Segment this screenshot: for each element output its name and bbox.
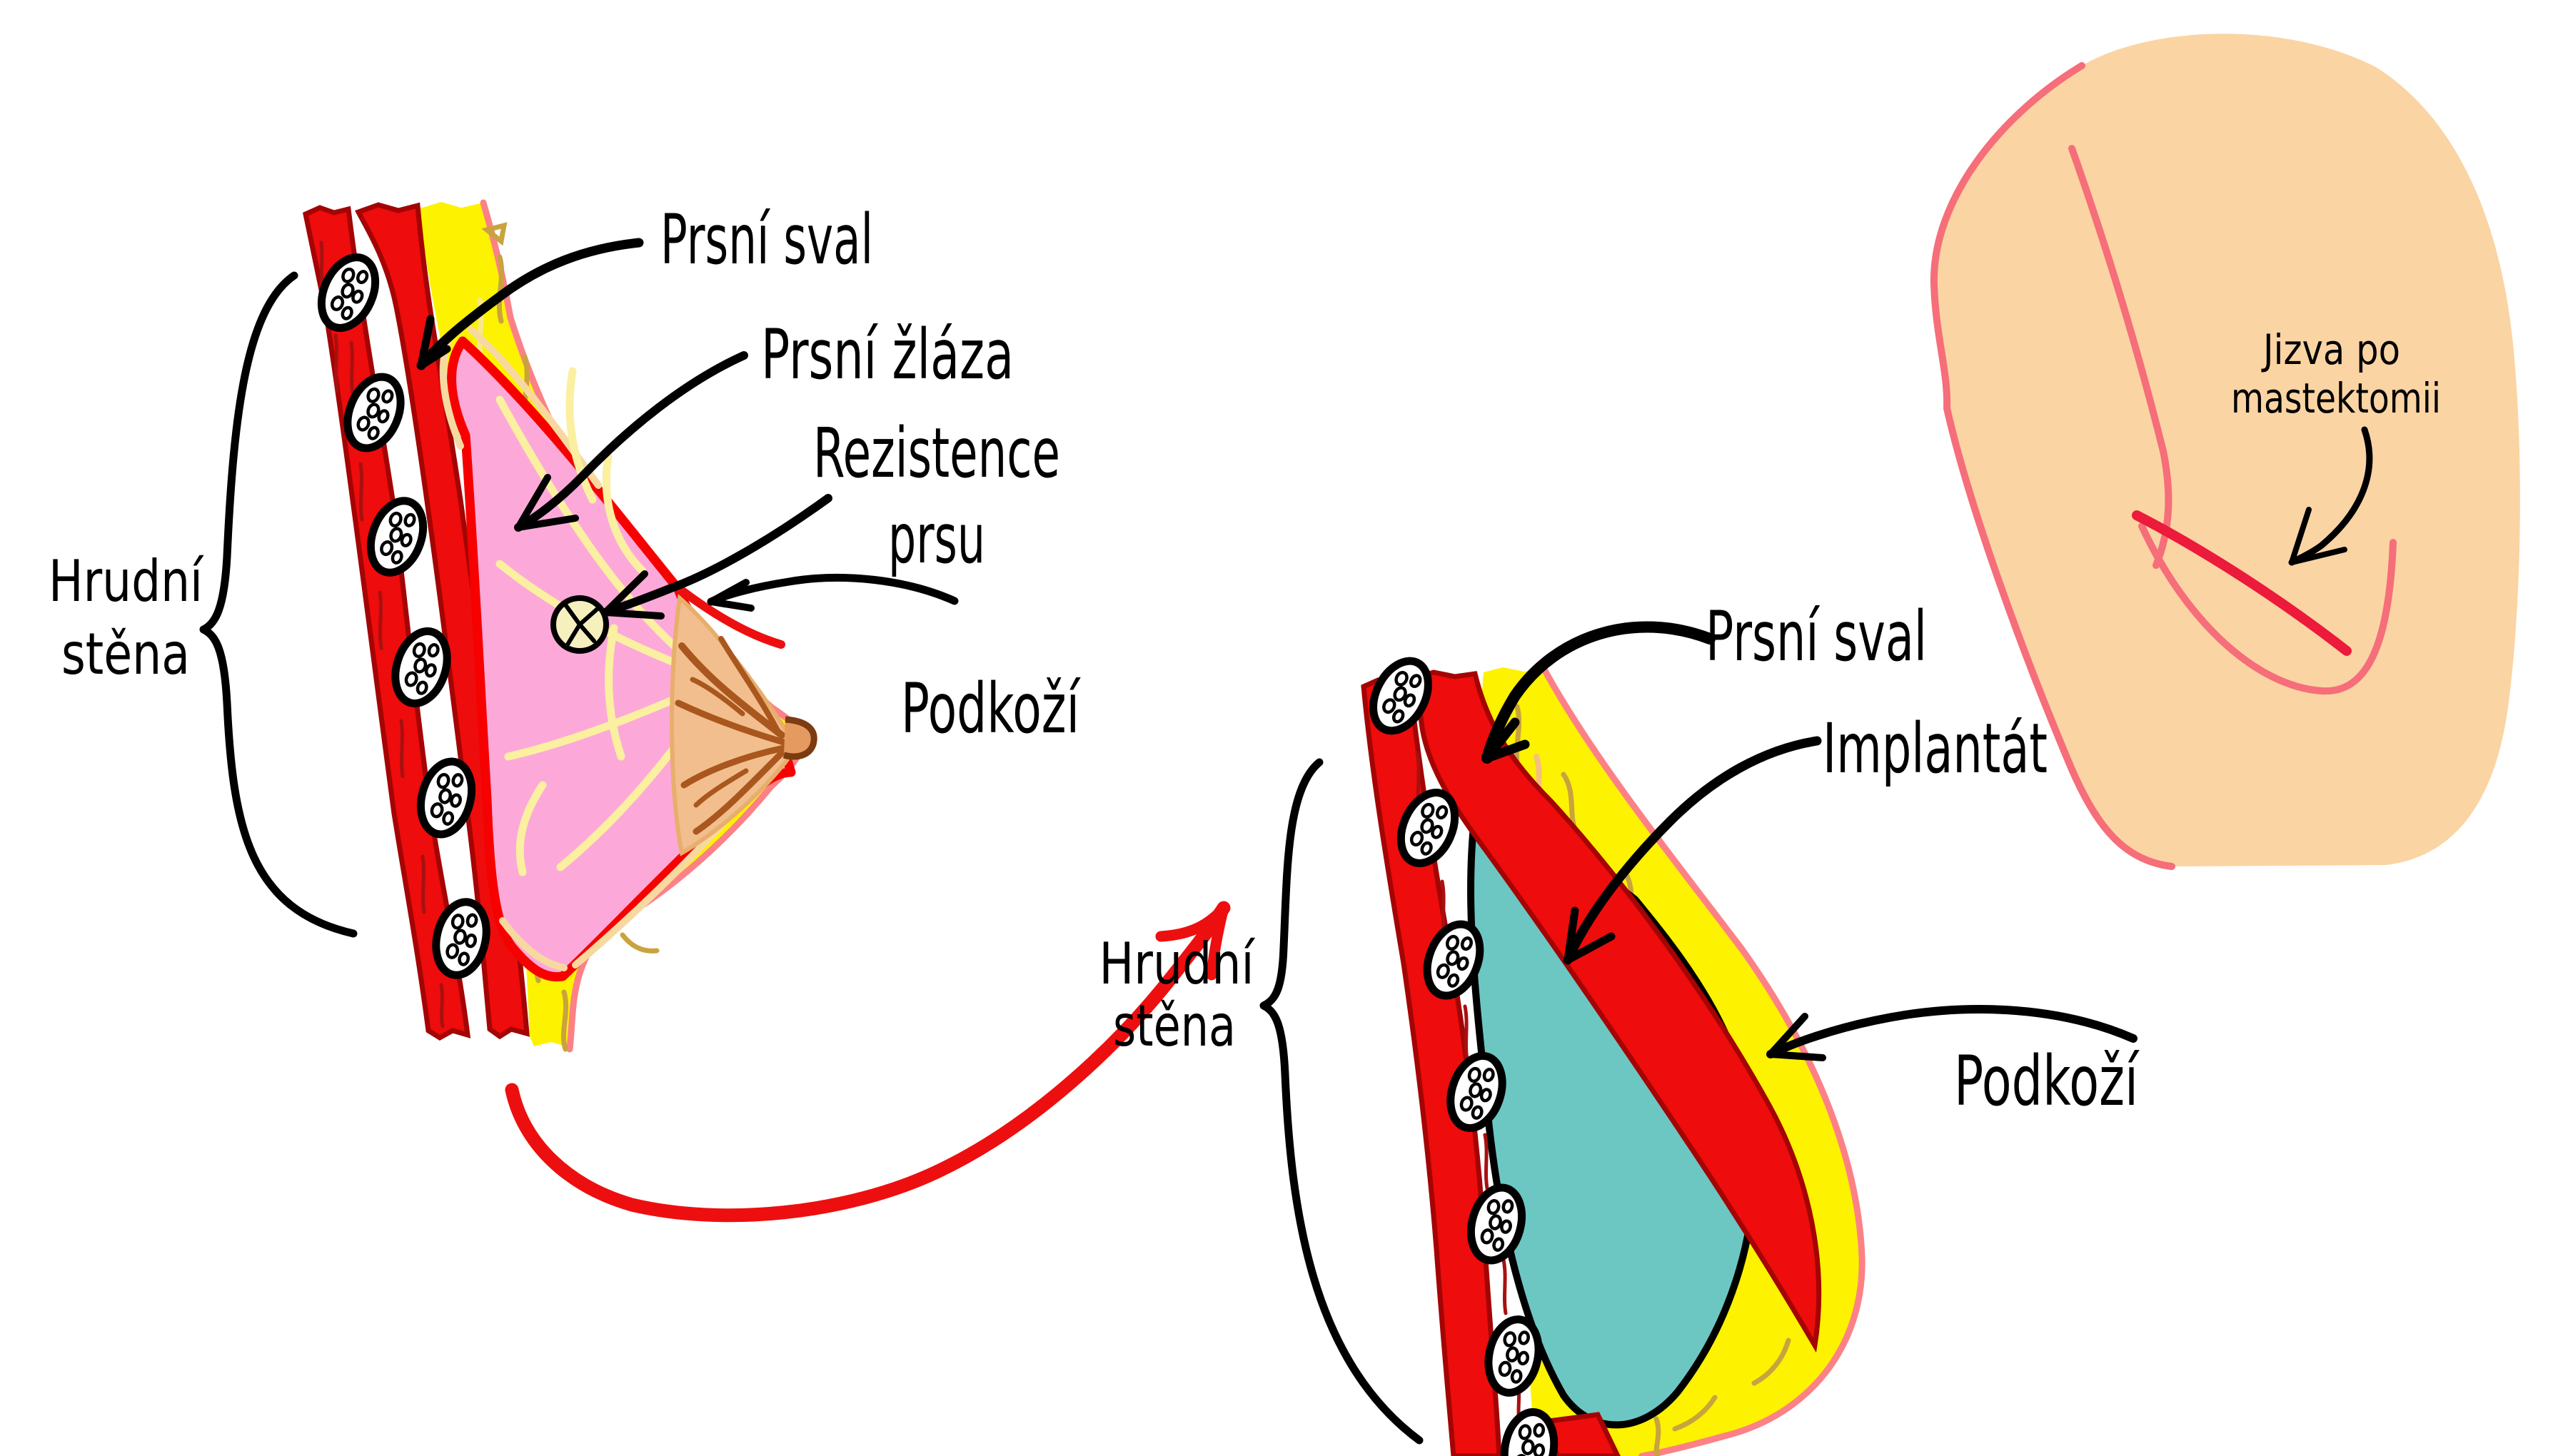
right-diagram-implant-cross-section [1362,652,1865,1456]
muscle-striation [333,333,339,393]
skin-edge-line-right [1540,664,1865,1456]
leader-arrow-pectoral-muscle-left [416,238,644,370]
fat-texture-squiggle [496,254,505,324]
gland-duct-branch [605,624,625,761]
muscle-striation [319,241,325,290]
gland-duct-branch [565,367,597,504]
chest-wall-label-right-line1: Hrudní [1099,931,1256,997]
milk-duct [678,642,785,739]
scar-label-line1: Jizva po [2261,325,2400,374]
milk-duct [680,744,787,789]
pectoral-muscle-label-left: Prsní sval [660,200,873,280]
muscle-striation [378,590,383,650]
chest-wall-label-line1: Hrudní [49,548,204,615]
skin-fold-line [673,582,785,649]
gland-duct-branch [515,781,547,876]
milk-duct [693,768,749,808]
milk-duct [693,749,785,835]
muscle-striation [358,462,364,522]
pectoral-muscle-label-right: Prsní sval [1706,597,1927,677]
fat-texture-squiggle [560,989,569,1052]
gland-capsule-line [499,917,568,971]
transition-arrow [505,901,1231,1223]
subcutis-label-right: Podkoží [1954,1041,2140,1121]
leader-arrow-implant [1563,736,1822,965]
breast-lump-label-line1: Rezistence [813,413,1060,493]
leader-arrow-pectoral-muscle-right [1481,621,1716,764]
muscle-striation [439,983,445,1028]
muscle-striation [1483,1133,1489,1190]
milk-duct [718,636,781,734]
subcutis-label-left: Podkoží [901,669,1081,749]
muscle-striation [1501,1258,1508,1315]
fat-texture-squiggle [620,932,660,954]
fat-texture-squiggle [1653,1416,1661,1456]
muscle-striation [421,854,426,914]
chest-wall-brace-right [1259,758,1424,1445]
leader-arrow-mammary-gland [514,351,748,532]
chest-wall-label-right-line2: stěna [1113,993,1236,1059]
gland-duct-branch [602,453,647,575]
leader-arrow-breast-lump [601,494,832,620]
pectoral-muscle-shape-right [1413,669,1822,1353]
fat-texture-squiggle [481,222,508,246]
scar-label-line2: mastektomii [2231,374,2441,423]
leader-arrow-subcutis-right [1766,1005,2137,1061]
left-diagram-breast-cross-section [303,199,817,1053]
torso-arm-contour [2068,145,2172,569]
muscle-striation [399,719,405,779]
leader-arrow-scar [2288,426,2373,566]
mastectomy-scar-line [2132,510,2352,656]
torso-breast-fold-contour [2138,522,2397,695]
leader-arrow-subcutis-left [707,573,959,612]
nipple-shape [782,716,817,760]
mammary-gland-label: Prsní žláza [761,315,1014,395]
milk-duct [675,699,787,746]
implant-label: Implantát [1823,709,2048,789]
milk-duct [690,677,745,717]
chest-wall-brace-left [199,271,358,938]
chest-wall-label-line2: stěna [61,621,190,687]
fat-texture-squiggle [1751,1338,1791,1386]
fat-texture-squiggle [1672,1395,1718,1432]
breast-lump-label-line2: prsu [888,499,985,579]
muscle-striation [349,340,355,395]
muscle-striation [1463,1004,1469,1062]
torso-after-mastectomy: Jizva po mastektomii [1930,34,2520,870]
torso-side-contour [1930,62,2175,870]
breast-lump [550,595,609,654]
